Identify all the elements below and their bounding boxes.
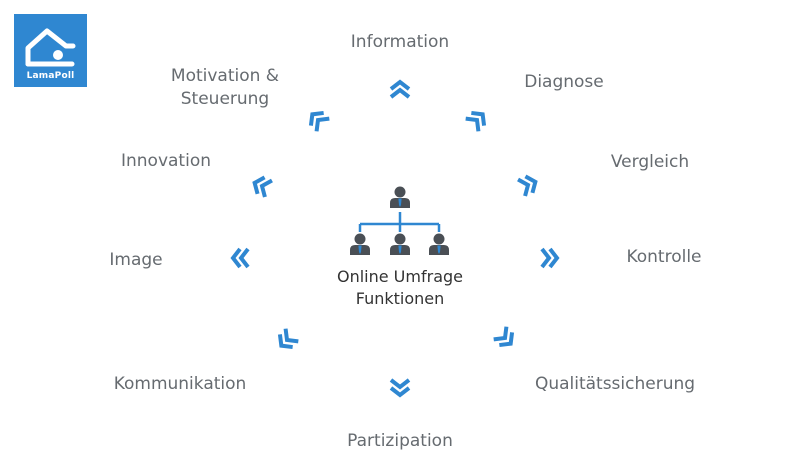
lamapoll-logo: LamaPoll bbox=[14, 14, 87, 87]
arrow-vergleich-icon bbox=[518, 174, 539, 196]
arrow-innovation-icon bbox=[251, 175, 272, 197]
arrow-image-icon bbox=[231, 247, 250, 269]
logo-mark-icon bbox=[25, 28, 76, 67]
logo-text: LamaPoll bbox=[26, 71, 75, 81]
arrow-kontrolle-icon bbox=[540, 247, 559, 269]
center-title-line2: Funktionen bbox=[355, 289, 445, 308]
label-kontrolle: Kontrolle bbox=[626, 247, 702, 267]
arrow-kommunikation-icon bbox=[275, 329, 298, 352]
arrow-information-icon bbox=[389, 80, 411, 99]
arrow-qualitaetssicherung-icon bbox=[494, 327, 517, 350]
label-motivation-line1: Motivation & bbox=[170, 66, 280, 86]
label-image: Image bbox=[109, 250, 163, 270]
label-kommunikation: Kommunikation bbox=[113, 374, 247, 394]
arrow-diagnose-icon bbox=[466, 108, 489, 131]
label-qualitaetssicherung: Qualitätssicherung bbox=[534, 374, 696, 394]
label-vergleich: Vergleich bbox=[610, 152, 690, 172]
label-motivation-line2: Steuerung bbox=[180, 89, 270, 109]
arrow-partizipation-icon bbox=[389, 378, 411, 397]
center-title-line1: Online Umfrage bbox=[336, 267, 463, 286]
center-title: Online Umfrage Funktionen bbox=[300, 266, 500, 310]
label-partizipation: Partizipation bbox=[347, 431, 453, 451]
label-information: Information bbox=[350, 32, 450, 52]
arrow-motivation-icon bbox=[306, 108, 329, 131]
label-innovation: Innovation bbox=[120, 151, 211, 171]
label-diagnose: Diagnose bbox=[524, 72, 604, 92]
org-chart-people-icon bbox=[350, 186, 449, 255]
